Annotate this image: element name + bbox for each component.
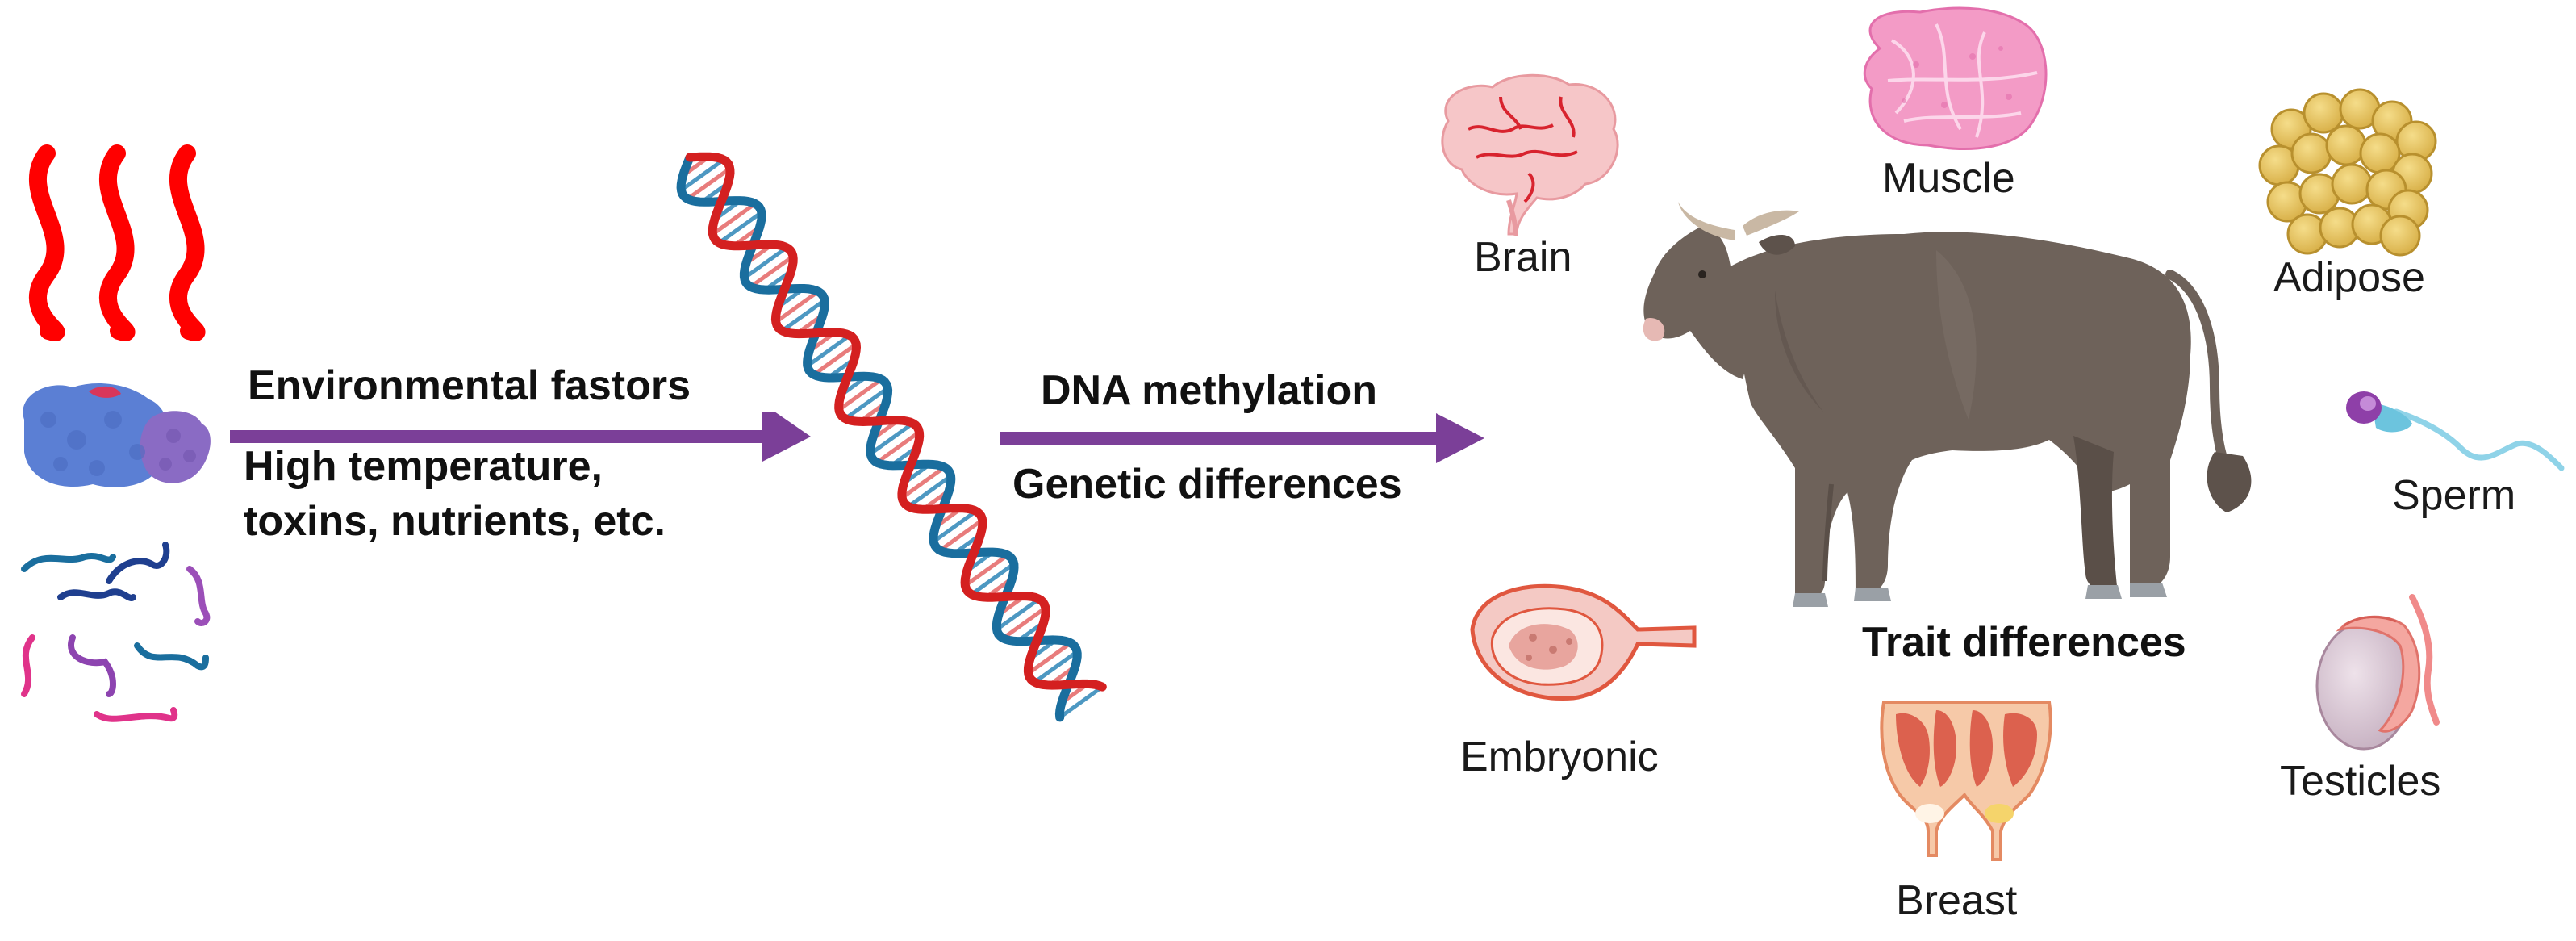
environment-arrow xyxy=(230,412,811,462)
dna-base-pair xyxy=(679,157,725,192)
adipocyte xyxy=(2325,124,2367,166)
protein-icon xyxy=(23,383,211,487)
heat-wave-3 xyxy=(169,144,206,341)
dna-base-pair xyxy=(686,166,732,201)
dna-base-pair xyxy=(806,333,851,368)
dna-strand-blue xyxy=(676,153,1082,722)
dna-base-pair xyxy=(875,430,921,465)
heat-wave-2 xyxy=(98,144,136,341)
adipose-label: Adipose xyxy=(2273,254,2425,301)
muscle-label: Muscle xyxy=(1882,155,2015,202)
testicles-label: Testicles xyxy=(2280,758,2441,805)
sperm-label: Sperm xyxy=(2392,472,2516,519)
dna-base-pair xyxy=(907,474,952,508)
adipocyte xyxy=(2290,132,2332,174)
nucleic-acid-fragments-icon xyxy=(21,542,211,722)
dna-base-pair xyxy=(774,290,820,324)
adipocyte xyxy=(2303,92,2344,134)
adipocyte xyxy=(2379,215,2421,257)
dna-base-pair xyxy=(837,378,883,412)
brain-icon xyxy=(1441,73,1619,236)
genetic-differences-label: Genetic differences xyxy=(1012,461,1402,508)
dna-base-pair xyxy=(812,342,858,377)
trait-differences-label: Trait differences xyxy=(1862,619,2186,666)
testicles-icon xyxy=(2315,594,2440,751)
dna-base-pair xyxy=(963,553,1009,588)
breast-label: Breast xyxy=(1896,877,2018,924)
dna-base-pair xyxy=(996,597,1041,632)
embryonic-label: Embryonic xyxy=(1460,734,1659,780)
dna-strand-red xyxy=(685,152,1107,692)
dna-base-pair xyxy=(717,211,763,245)
dna-base-pair xyxy=(869,421,915,456)
breast-icon xyxy=(1880,701,2052,861)
high-temperature-label: High temperature, xyxy=(244,443,603,490)
dna-base-pair xyxy=(1001,606,1047,640)
dna-base-pair xyxy=(970,562,1016,596)
dna-base-pair xyxy=(844,386,889,420)
muscle-icon xyxy=(1863,6,2048,151)
heat-waves-icon xyxy=(28,144,206,341)
dna-base-pair xyxy=(781,299,826,332)
dna-base-pair xyxy=(900,465,946,500)
dna-base-pair xyxy=(1033,650,1079,684)
adipose-icon xyxy=(2258,88,2437,257)
dna-methylation-label: DNA methylation xyxy=(1041,367,1377,414)
dna-base-pair xyxy=(932,509,978,544)
dna-base-pair xyxy=(1027,641,1072,675)
adipocyte xyxy=(2331,163,2373,205)
heat-wave-1 xyxy=(28,144,65,341)
dna-base-pair xyxy=(712,202,757,236)
environmental-factors-label: Environmental fastors xyxy=(248,362,691,409)
toxins-nutrients-label: toxins, nutrients, etc. xyxy=(244,498,666,545)
embryo-icon xyxy=(1470,583,1697,701)
dna-base-pair xyxy=(938,518,984,553)
dna-base-pair xyxy=(749,254,795,289)
sperm-icon xyxy=(2346,391,2565,471)
brain-label: Brain xyxy=(1474,234,1572,281)
methylation-arrow xyxy=(1000,413,1484,463)
bull-icon xyxy=(1643,202,2252,607)
dna-helix-icon xyxy=(676,152,1107,722)
dna-base-pair xyxy=(743,245,788,280)
dna-base-pair xyxy=(1058,685,1104,719)
